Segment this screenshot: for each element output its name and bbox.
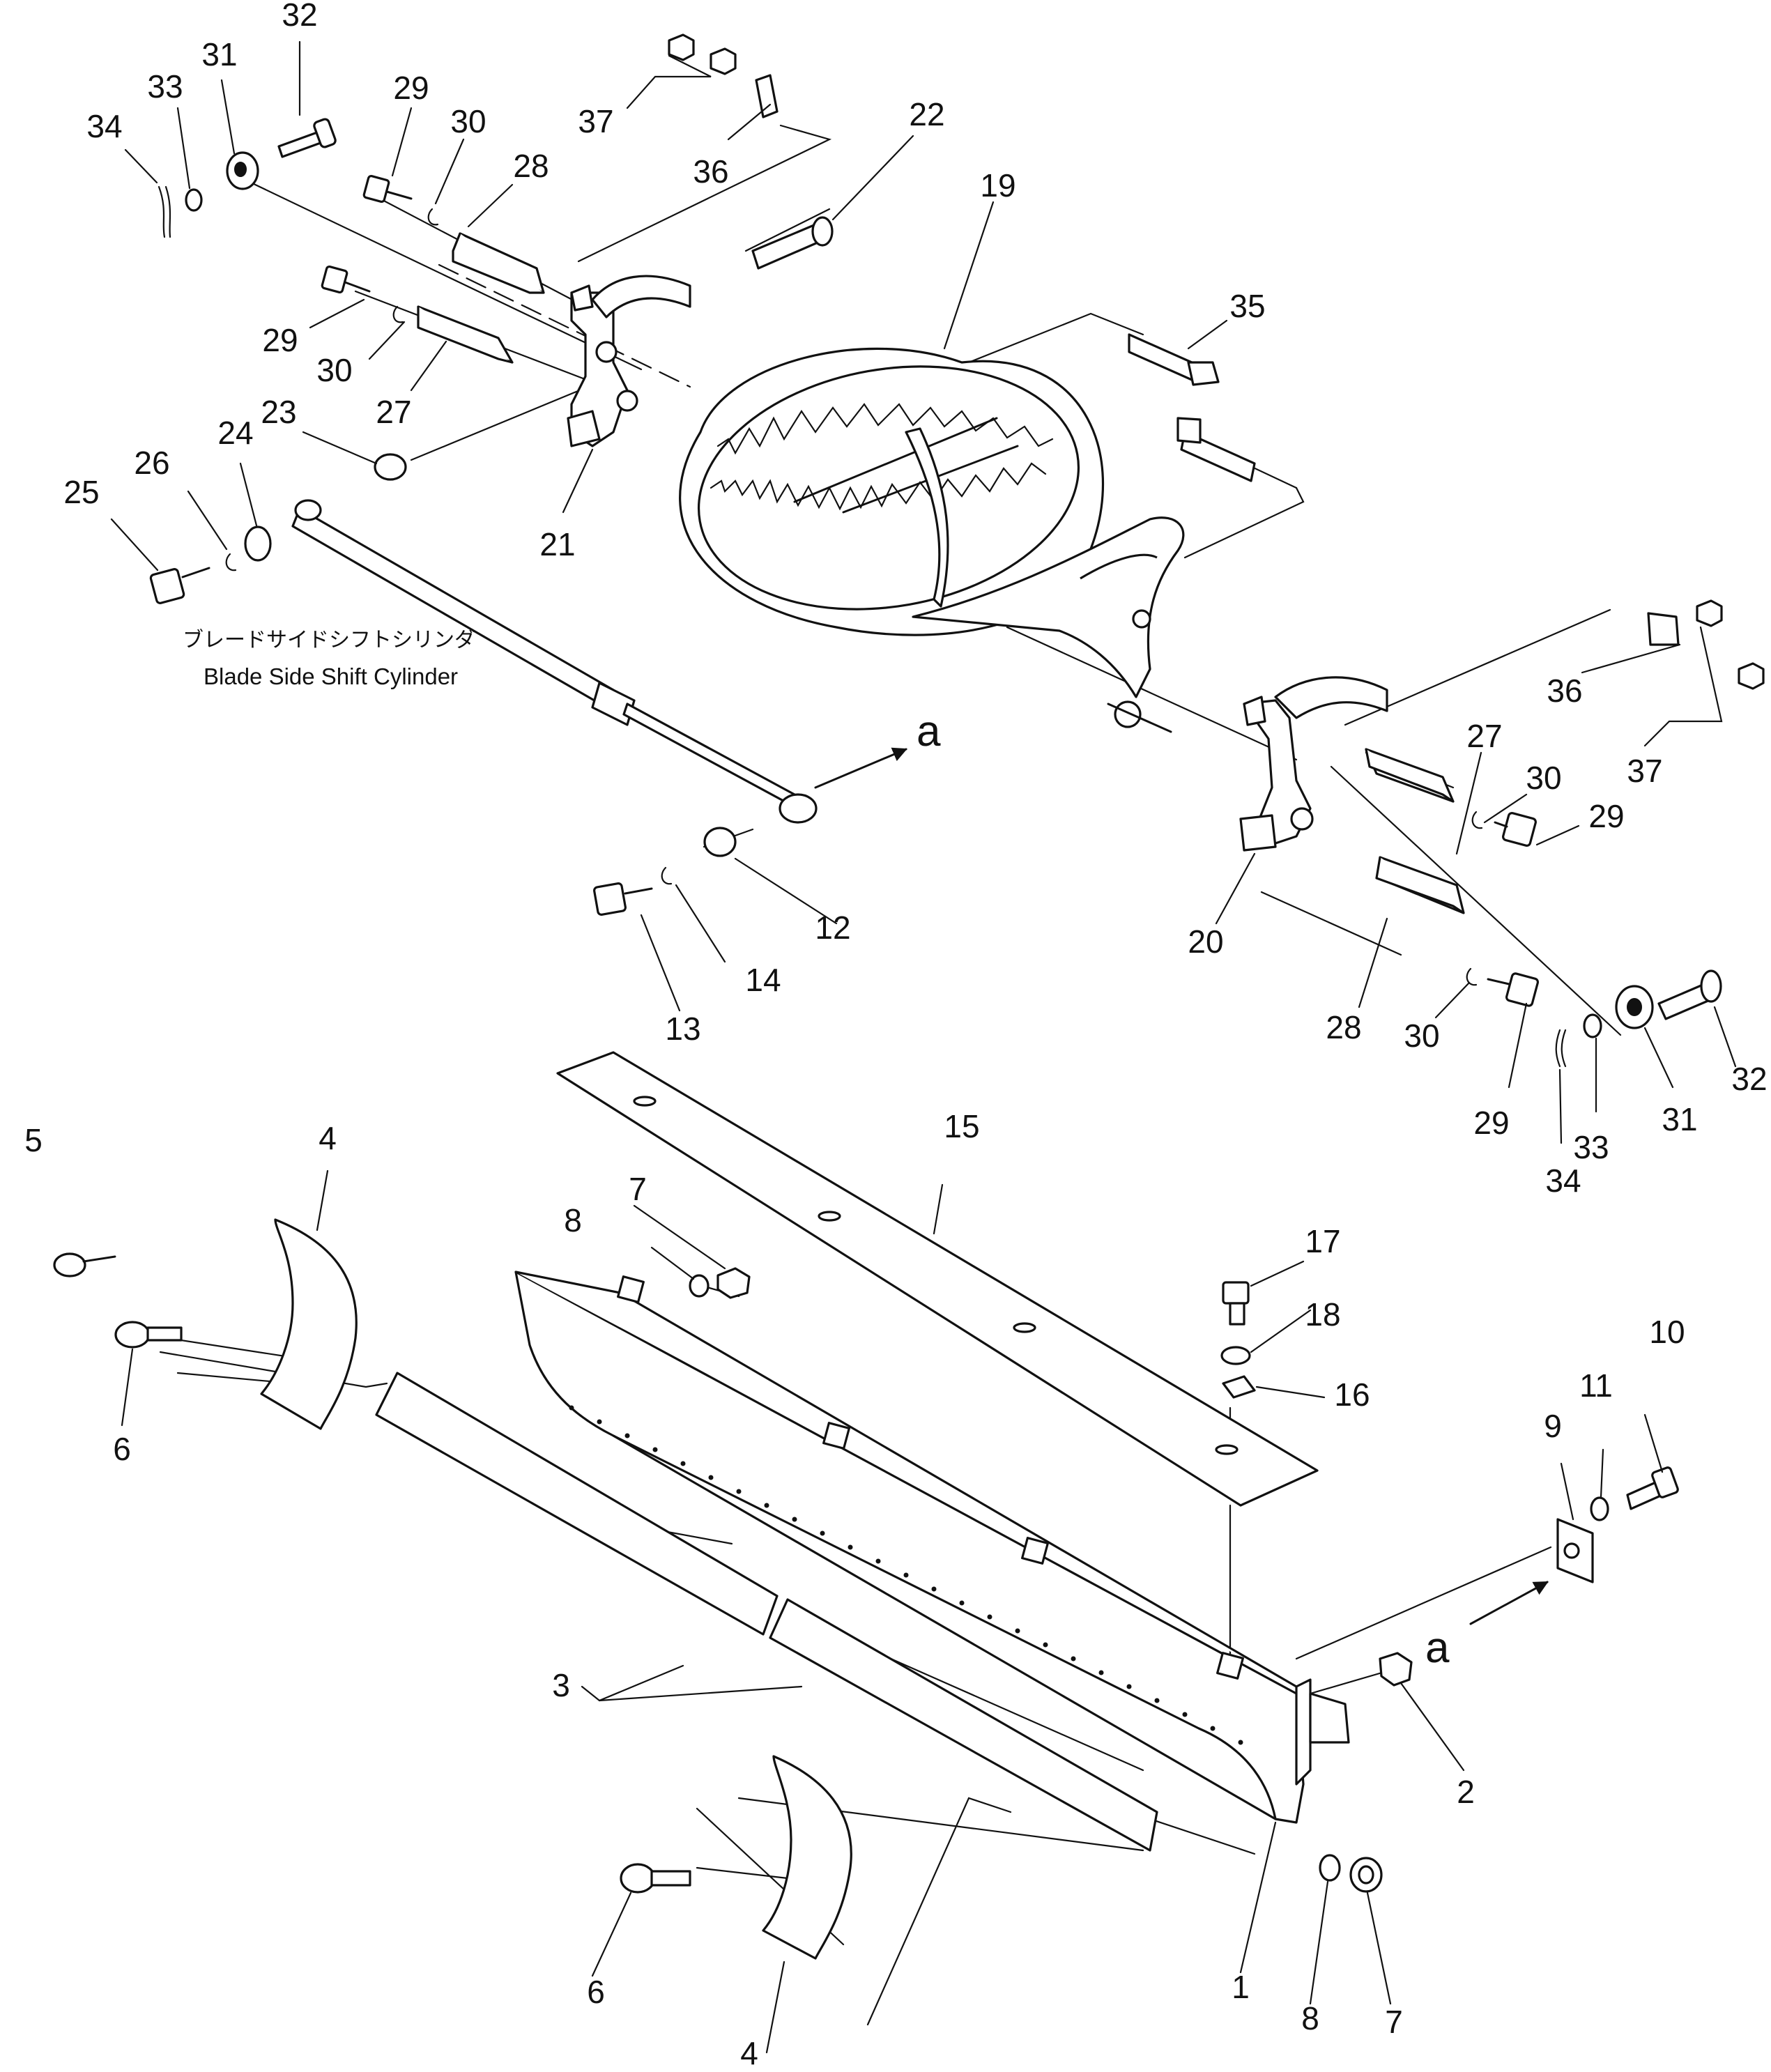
callout-7: 7	[629, 1171, 647, 1207]
callout-33: 33	[147, 68, 183, 105]
bracket-21	[567, 275, 691, 447]
callout-31: 31	[201, 36, 237, 72]
callout-31: 31	[1662, 1101, 1697, 1137]
cylinder-label-japanese: ブレードサイドシフトシリンダ	[183, 628, 475, 652]
callout-23: 23	[261, 394, 296, 430]
callout-numbers: 32 31 33 34 29 30 28 22 36 37 19 35 29 3…	[24, 0, 1767, 2071]
cutting-edges-3	[375, 1372, 1158, 1852]
callout-17: 17	[1305, 1223, 1340, 1259]
callout-29: 29	[262, 322, 298, 358]
callout-28: 28	[513, 148, 549, 184]
callout-10: 10	[1649, 1314, 1685, 1350]
callout-6: 6	[113, 1431, 131, 1467]
blade-bolt-holes	[569, 1405, 1243, 1745]
end-bit-4-lower	[762, 1755, 852, 1960]
callout-1: 1	[1232, 1969, 1250, 2005]
circle-assembly	[679, 347, 1185, 733]
callout-13: 13	[665, 1011, 700, 1047]
callout-14: 14	[745, 962, 781, 998]
callout-5: 5	[24, 1122, 43, 1158]
view-marker-a-lower: a	[1425, 1624, 1450, 1672]
callout-11: 11	[1579, 1367, 1613, 1404]
callout-18: 18	[1305, 1296, 1340, 1333]
callout-4: 4	[319, 1120, 337, 1156]
callout-leaders	[110, 40, 1737, 2054]
guides	[417, 232, 1465, 914]
callout-26: 26	[134, 445, 169, 481]
plate-15	[556, 1051, 1319, 1507]
callout-16: 16	[1334, 1376, 1370, 1413]
callout-29: 29	[393, 70, 429, 106]
callout-35: 35	[1229, 288, 1265, 324]
callout-37: 37	[578, 103, 613, 139]
callout-30: 30	[1404, 1018, 1439, 1054]
view-arrow-a-upper	[814, 747, 907, 789]
callout-34: 34	[86, 108, 122, 144]
view-marker-a-upper: a	[917, 707, 941, 755]
hardware	[149, 33, 1765, 1068]
cylinder-caption: ブレードサイドシフトシリンダ Blade Side Shift Cylinder	[183, 628, 475, 689]
callout-32: 32	[282, 0, 317, 33]
callout-21: 21	[539, 526, 575, 562]
callout-12: 12	[815, 910, 850, 946]
callout-27: 27	[376, 394, 411, 430]
callout-36: 36	[693, 153, 728, 190]
callout-30: 30	[450, 103, 486, 139]
callout-34: 34	[1545, 1162, 1581, 1199]
callout-3: 3	[552, 1667, 570, 1703]
callout-29: 29	[1473, 1105, 1509, 1141]
callout-32: 32	[1731, 1061, 1767, 1097]
blade-hardware	[53, 1252, 1679, 1894]
view-arrows	[814, 747, 1549, 1625]
callout-4: 4	[740, 2035, 758, 2071]
view-arrow-a-lower	[1469, 1581, 1549, 1625]
callout-6: 6	[587, 1974, 605, 2010]
side-shift-cylinder	[291, 499, 818, 824]
callout-28: 28	[1326, 1009, 1361, 1045]
callout-22: 22	[909, 96, 944, 132]
end-bit-4-upper	[260, 1218, 358, 1430]
callout-30: 30	[316, 352, 352, 388]
callout-15: 15	[944, 1108, 979, 1144]
cylinder-label-english: Blade Side Shift Cylinder	[204, 663, 458, 689]
callout-37: 37	[1627, 753, 1662, 789]
callout-24: 24	[217, 415, 253, 451]
assembly-lines	[159, 124, 1622, 2026]
callout-19: 19	[980, 167, 1015, 204]
callout-30: 30	[1526, 760, 1561, 796]
callout-20: 20	[1188, 923, 1223, 960]
callout-29: 29	[1588, 798, 1624, 834]
callout-25: 25	[63, 474, 99, 510]
callout-2: 2	[1457, 1774, 1475, 1810]
callout-8: 8	[1301, 2000, 1319, 2036]
blade-1	[514, 1271, 1350, 1824]
callout-33: 33	[1573, 1129, 1609, 1165]
callout-27: 27	[1466, 718, 1502, 754]
callout-7: 7	[1385, 2004, 1403, 2040]
callout-36: 36	[1547, 673, 1582, 709]
bracket-20	[1239, 676, 1388, 852]
callout-9: 9	[1544, 1408, 1562, 1444]
callout-8: 8	[564, 1202, 582, 1238]
